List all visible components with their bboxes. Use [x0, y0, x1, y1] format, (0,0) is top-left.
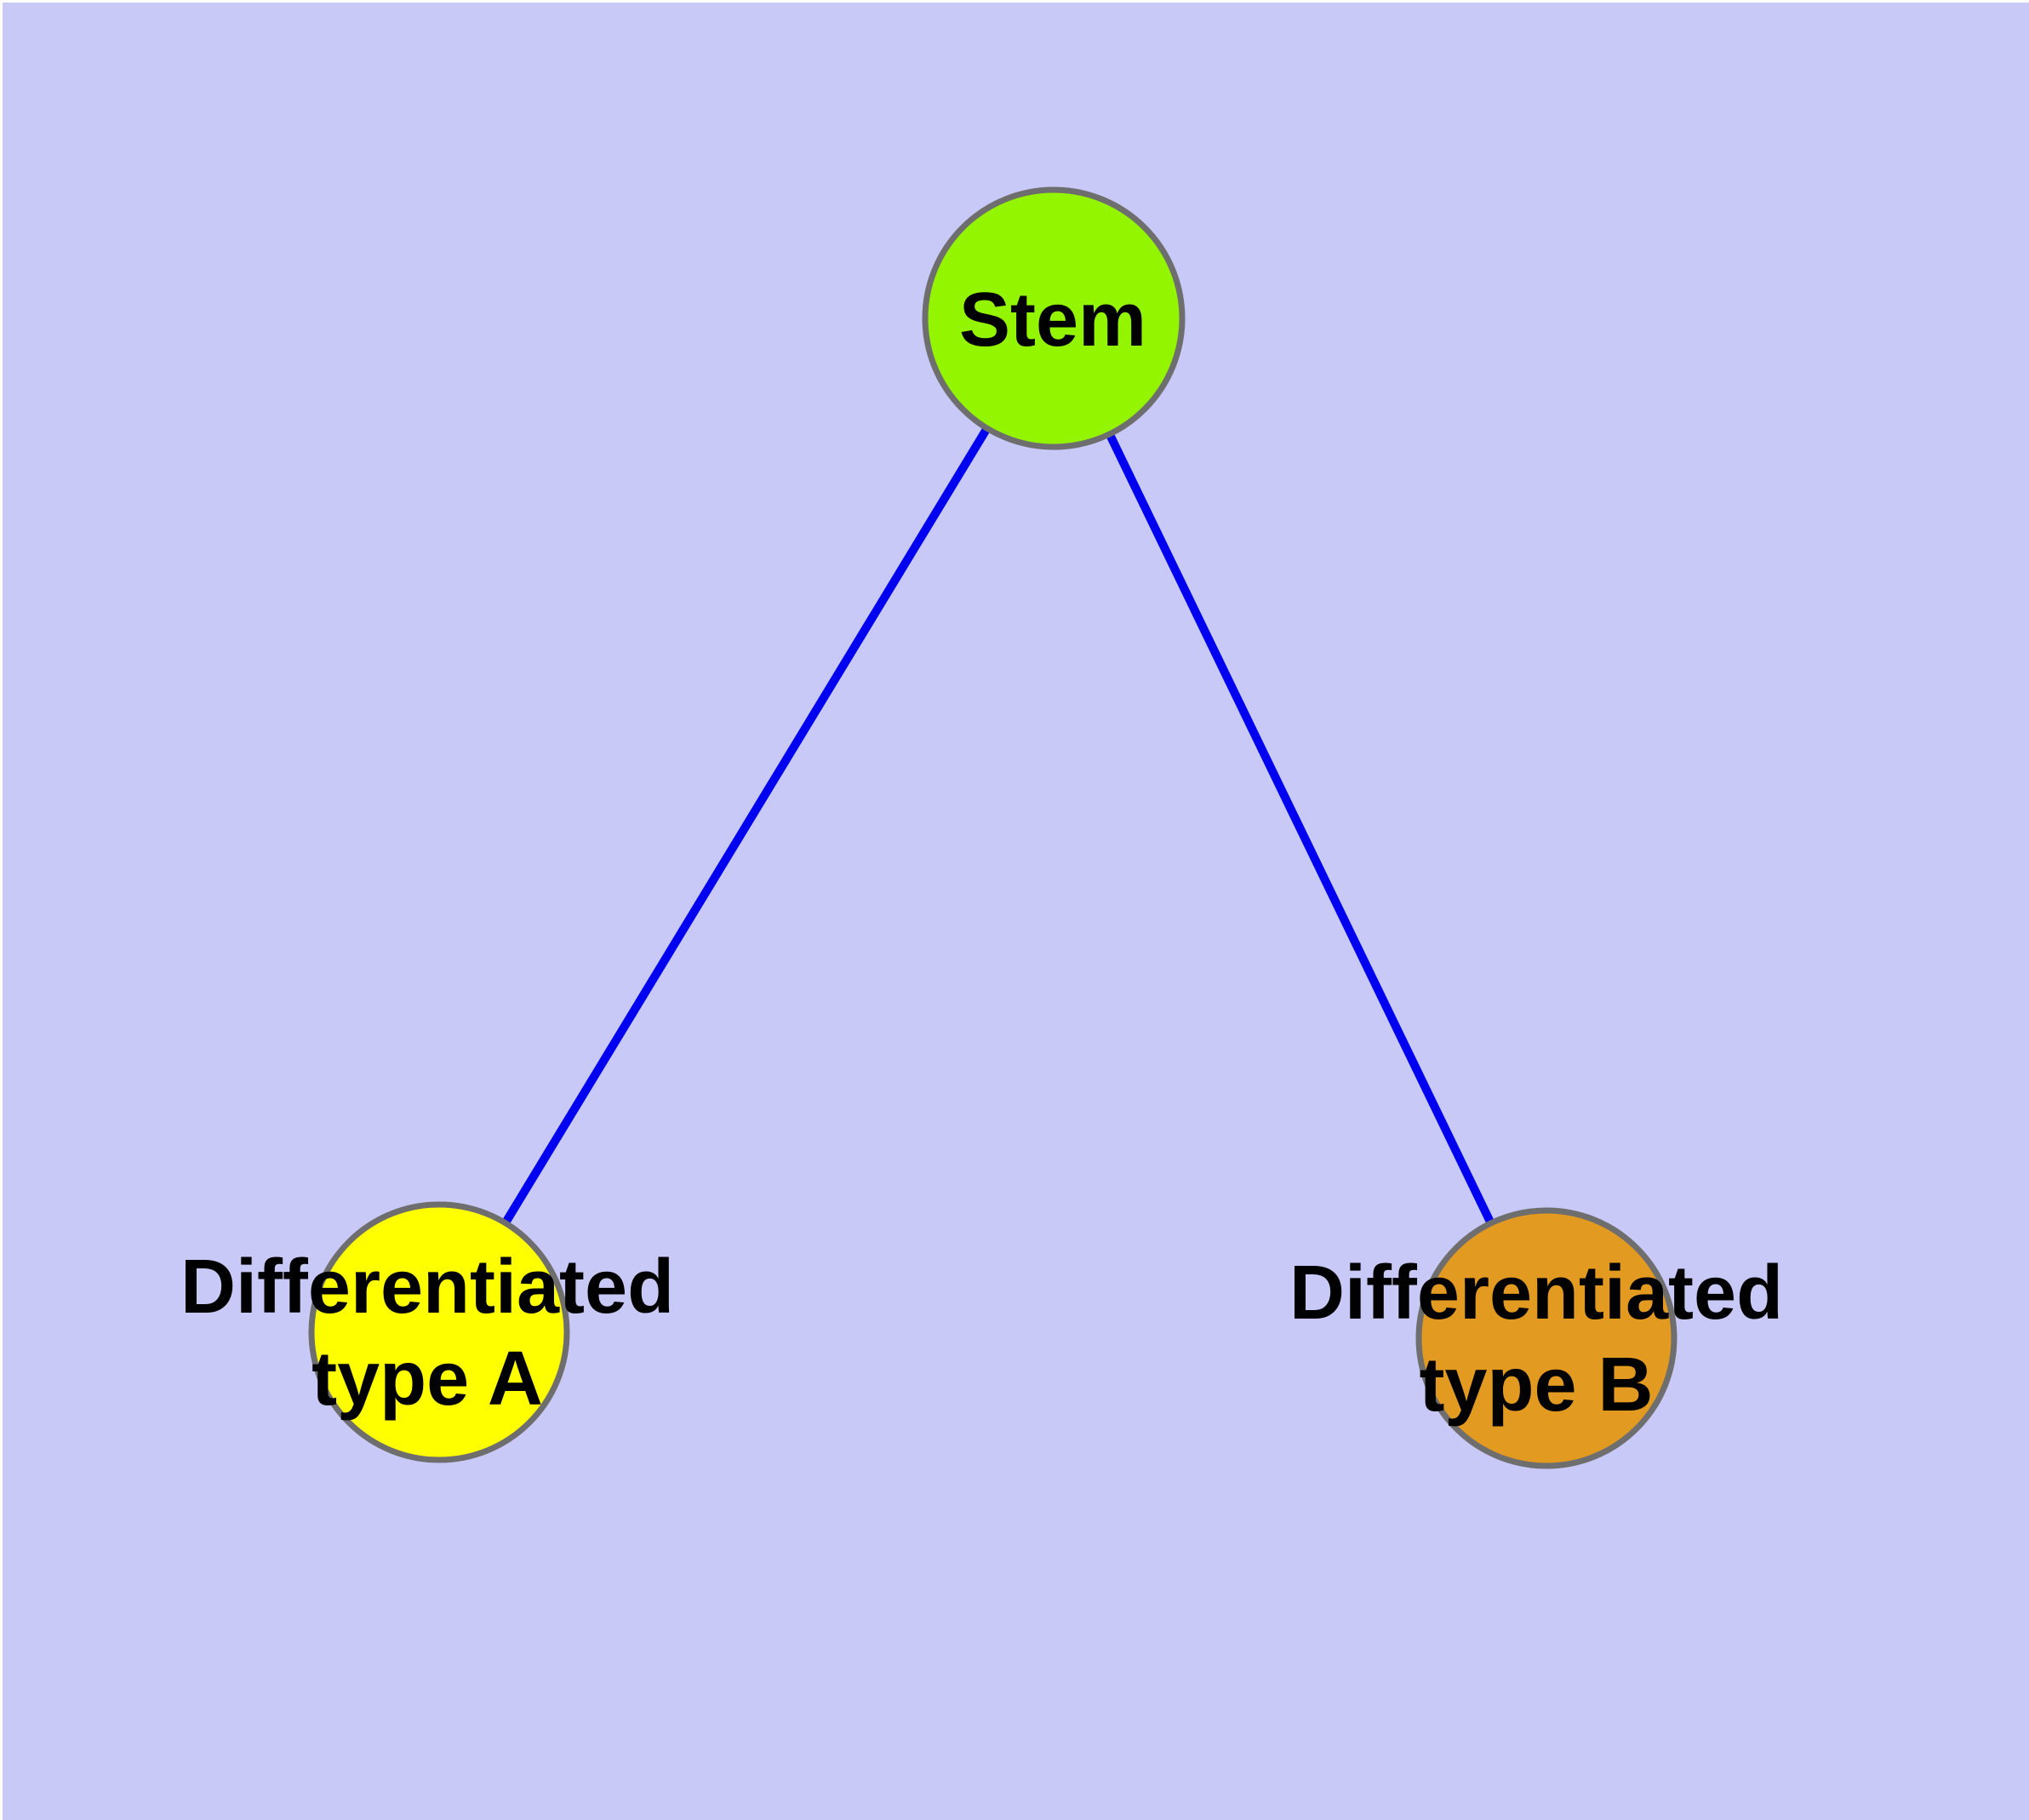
node-differentiated-type-b: [1415, 1207, 1677, 1469]
node-stem: [922, 186, 1186, 450]
edge-stem-to-type-b: [1049, 316, 1551, 1341]
edge-stem-to-type-a: [435, 316, 1058, 1335]
node-differentiated-type-a: [308, 1201, 570, 1463]
